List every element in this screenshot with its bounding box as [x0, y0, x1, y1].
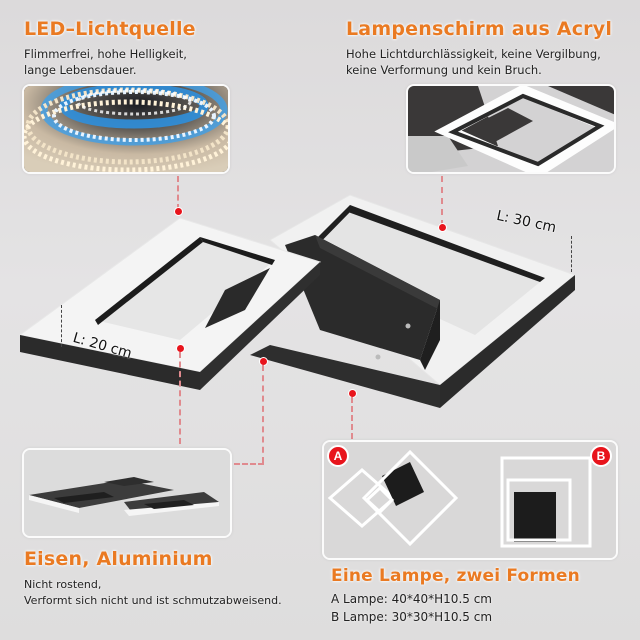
- material-connector: [179, 352, 181, 444]
- led-description: Flimmerfrei, hohe Helligkeit, lange Lebe…: [24, 46, 187, 78]
- material-desc-line-2: Verformt sich nicht und ist schmutzabwei…: [24, 594, 282, 607]
- led-marker-dot: [173, 206, 183, 216]
- material-description: Nicht rostend, Verformt sich nicht und i…: [24, 577, 282, 609]
- small-square-frame: [18, 217, 321, 390]
- acryl-marker-dot: [437, 222, 447, 232]
- formen-description: A Lampe: 40*40*H10.5 cm B Lampe: 30*30*H…: [331, 590, 492, 626]
- formen-title: Eine Lampe, zwei Formen: [331, 566, 580, 586]
- large-square-frame: [250, 194, 577, 408]
- lamp-side-view-image: [22, 448, 232, 538]
- led-strip-image: [22, 84, 230, 174]
- side-view-connector-vertical: [262, 365, 264, 463]
- acryl-title: Lampenschirm aus Acryl: [346, 18, 613, 40]
- led-desc-line-2: lange Lebensdauer.: [24, 63, 137, 77]
- acrylic-shade-image: [406, 84, 616, 174]
- material-title: Eisen, Aluminium: [24, 548, 213, 570]
- led-strip-illustration: [24, 86, 228, 172]
- form-a-shape: [327, 449, 459, 547]
- form-b-shape: [500, 456, 592, 548]
- form-a-badge: A: [327, 445, 349, 467]
- led-connector: [177, 176, 179, 210]
- material-desc-line-1: Nicht rostend,: [24, 578, 102, 591]
- two-forms-image: [322, 440, 618, 560]
- led-title: LED–Lichtquelle: [24, 18, 196, 40]
- center-box: [285, 235, 440, 370]
- acrylic-shade-illustration: [408, 86, 614, 172]
- lamp-side-view-illustration: [24, 450, 230, 536]
- acryl-description: Hohe Lichtdurchlässigkeit, keine Vergilb…: [346, 46, 601, 78]
- form-a-dimensions: A Lampe: 40*40*H10.5 cm: [331, 592, 492, 606]
- led-desc-line-1: Flimmerfrei, hohe Helligkeit,: [24, 47, 187, 61]
- formen-connector: [351, 397, 353, 439]
- large-square-dimension-line: [571, 236, 572, 272]
- acryl-desc-line-2: keine Verformung und kein Bruch.: [346, 63, 542, 77]
- two-forms-illustration: [324, 442, 616, 558]
- form-b-dimensions: B Lampe: 30*30*H10.5 cm: [331, 610, 493, 624]
- lamp-main-illustration: [18, 194, 577, 408]
- acryl-connector: [441, 176, 443, 226]
- side-view-connector-horizontal: [234, 463, 264, 465]
- acryl-desc-line-1: Hohe Lichtdurchlässigkeit, keine Vergilb…: [346, 47, 601, 61]
- form-b-badge: B: [590, 445, 612, 467]
- small-square-dimension-line: [61, 305, 62, 347]
